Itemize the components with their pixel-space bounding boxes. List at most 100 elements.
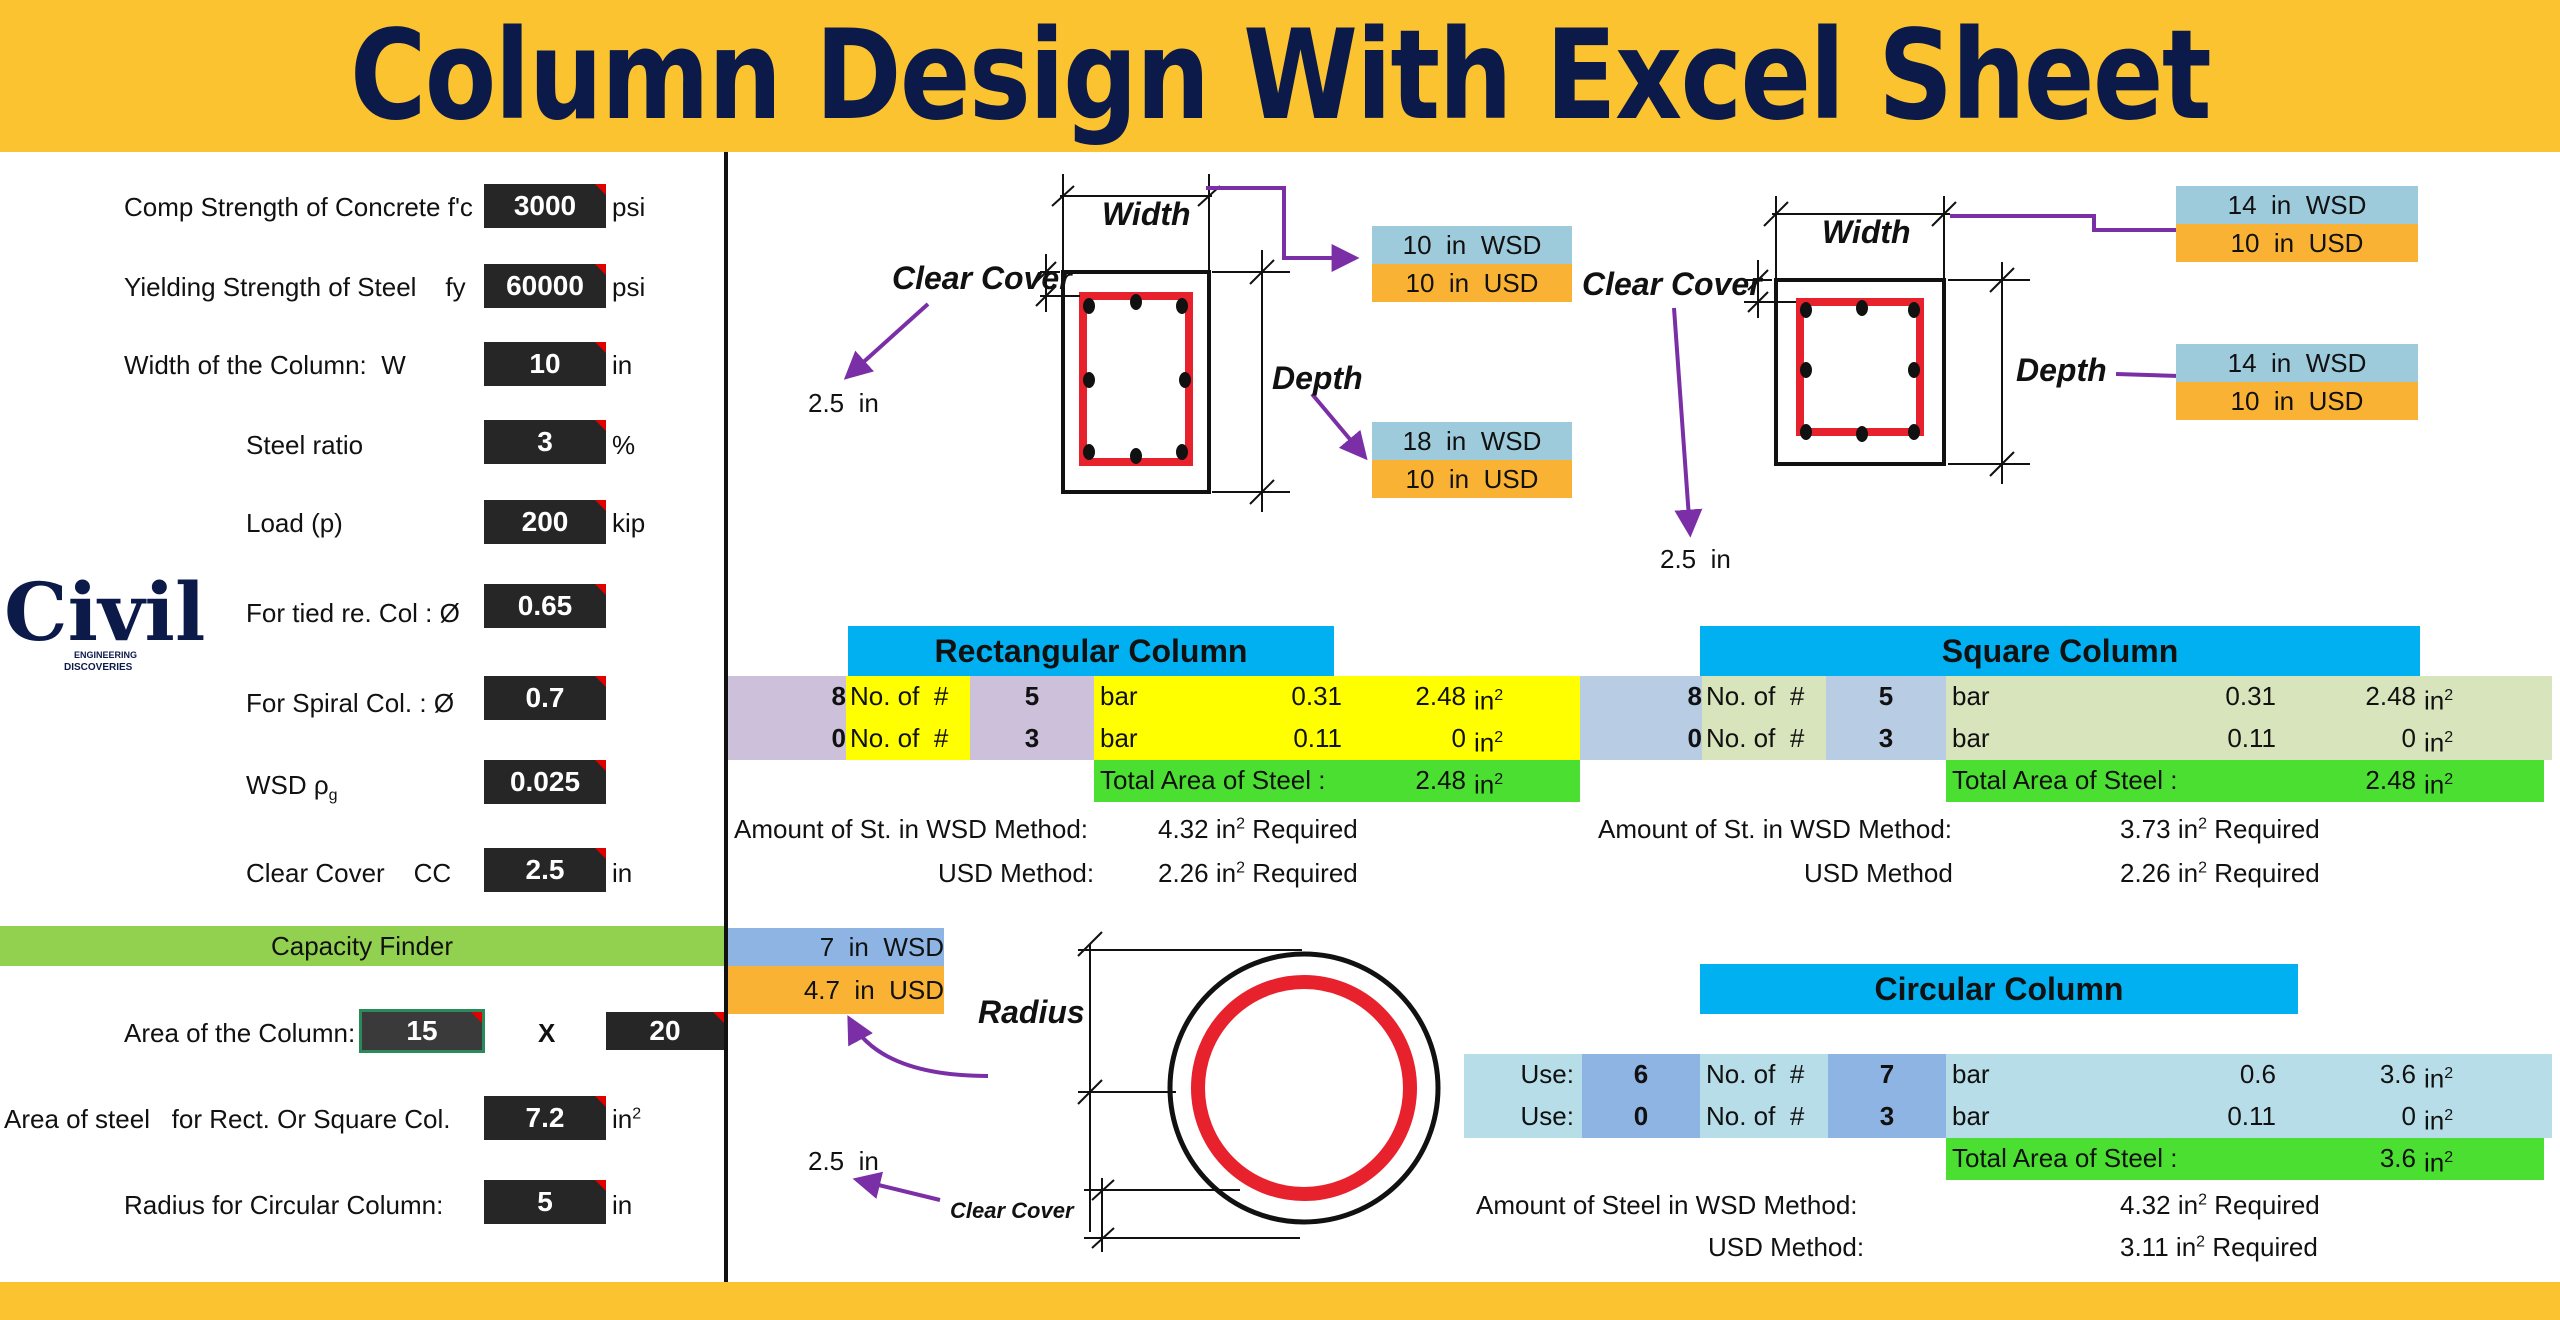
input-fy[interactable]: 60000 [484, 264, 606, 308]
square-width-usd: 10 in USD [2176, 224, 2418, 262]
unit-fc: psi [612, 192, 646, 222]
square-usd-unit: in [2177, 858, 2199, 888]
square-r2-size: 3 [1826, 718, 1946, 760]
area-input-b[interactable]: 20 [606, 1012, 724, 1050]
square-r2-count: 0 [1580, 718, 1702, 760]
circ-r1-total: 3.6 [2276, 1054, 2416, 1096]
rect-depth-label: Depth [1272, 360, 1363, 396]
input-label-fy: Yielding Strength of Steel fy [124, 272, 466, 302]
rect-cover-label: Clear Cover [892, 260, 1072, 296]
circ-cover-value: 2.5 in [808, 1146, 879, 1176]
input-width[interactable]: 10 [484, 342, 606, 386]
circ-table: Use: 6 No. of # 7 bar 0.6 3.6 in2 Use: 0… [1464, 1054, 2552, 1180]
square-wsd-word: Required [2214, 814, 2320, 844]
circ-r2-size: 3 [1828, 1096, 1946, 1138]
square-row-1: 8 No. of # 5 bar 0.31 2.48 in2 [1580, 676, 2552, 718]
rect-r1-count: 8 [728, 676, 846, 718]
rect-wsd-word: Required [1252, 814, 1358, 844]
area-steel-value[interactable]: 7.2 [484, 1096, 606, 1140]
square-wsd-req: 3.73 in2 Required [2120, 814, 2320, 844]
square-r1-area: 0.31 [2152, 676, 2276, 718]
circ-r2-bar: bar [1946, 1096, 2164, 1138]
logo: Civil ENGINEERING DISCOVERIES [4, 572, 205, 682]
radius-unit: in [612, 1190, 633, 1220]
panel-divider [724, 152, 728, 1282]
radius-value[interactable]: 5 [484, 1180, 606, 1224]
circ-wsd-value: 4.32 [2120, 1190, 2171, 1220]
square-r1-size: 5 [1826, 676, 1946, 718]
input-spiral-phi[interactable]: 0.7 [484, 676, 606, 720]
area-input-a[interactable]: 15 [359, 1009, 485, 1053]
rect-r1-total: 2.48 [1342, 676, 1466, 718]
circ-radius-wsd: 7 in WSD [728, 928, 944, 966]
circ-table-title: Circular Column [1700, 964, 2298, 1014]
circ-r1-unit: in2 [2416, 1054, 2552, 1096]
rect-usd-value: 2.26 [1158, 858, 1209, 888]
circ-usd-req: 3.11 in2 Required [2120, 1232, 2318, 1262]
rect-r2-area: 0.11 [1218, 718, 1342, 760]
input-label-load: Load (p) [246, 508, 343, 538]
circ-r1-count: 6 [1582, 1054, 1700, 1096]
rect-r1-unit: in2 [1466, 676, 1588, 718]
circ-total-row: Total Area of Steel : 3.6 in2 [1946, 1138, 2544, 1180]
square-table-title: Square Column [1700, 626, 2420, 676]
unit-clear-cover: in [612, 858, 633, 888]
square-usd-word: Required [2214, 858, 2320, 888]
square-wsd-label: Amount of St. in WSD Method: [1598, 814, 1953, 844]
circ-usd-label: USD Method: [1708, 1232, 1865, 1262]
rect-r2-bar: bar [1094, 718, 1224, 760]
circ-r1-size: 7 [1828, 1054, 1946, 1096]
rect-r1-area: 0.31 [1218, 676, 1342, 718]
square-depth-wsd: 14 in WSD [2176, 344, 2418, 382]
square-width-wsd: 14 in WSD [2176, 186, 2418, 224]
circ-total-value: 3.6 [2379, 1143, 2416, 1173]
circ-r1-bar: bar [1946, 1054, 2164, 1096]
square-r2-area: 0.11 [2152, 718, 2276, 760]
circ-usd-unit: in [2175, 1232, 2197, 1262]
circ-wsd-word: Required [2214, 1190, 2320, 1220]
logo-line1: ENGINEERING [74, 650, 138, 660]
input-fc[interactable]: 3000 [484, 184, 606, 228]
unit-load: kip [612, 508, 646, 538]
radius-label: Radius for Circular Column: [124, 1190, 444, 1220]
input-load[interactable]: 200 [484, 500, 606, 544]
rect-row-1: 8 No. of # 5 bar 0.31 2.48 in2 [728, 676, 1588, 718]
circ-r2-total: 0 [2276, 1096, 2416, 1138]
area-steel-unit: in2 [612, 1104, 641, 1135]
square-r1-noof: No. of # [1702, 676, 1826, 718]
rect-r2-unit: in2 [1466, 718, 1588, 760]
circ-r1-unit-text: in [2424, 1063, 2445, 1094]
circ-radius-label: Radius [978, 994, 1085, 1030]
input-clear-cover[interactable]: 2.5 [484, 848, 606, 892]
input-wsd-rho[interactable]: 0.025 [484, 760, 606, 804]
circ-r2-noof: No. of # [1700, 1096, 1828, 1138]
wsd-rho-sub: g [328, 787, 338, 805]
rect-row-2: 0 No. of # 3 bar 0.11 0 in2 [728, 718, 1588, 760]
square-depth-usd: 10 in USD [2176, 382, 2418, 420]
rect-usd-label: USD Method: [938, 858, 1095, 888]
rect-width-label: Width [1102, 196, 1191, 232]
circ-r2-count: 0 [1582, 1096, 1700, 1138]
rect-usd-req: 2.26 in2 Required [1158, 858, 1358, 888]
area-column-label: Area of the Column: [124, 1018, 356, 1048]
input-label-tied-phi: For tied re. Col : Ø [246, 598, 460, 628]
input-steel-ratio[interactable]: 3 [484, 420, 606, 464]
square-cover-value: 2.5 in [1660, 544, 1731, 574]
rect-wsd-label: Amount of St. in WSD Method: [734, 814, 1089, 844]
area-steel-unit-sup: 2 [632, 1105, 642, 1123]
square-total-row: Total Area of Steel : 2.48 in2 [1946, 760, 2544, 802]
circ-r2-unit: in2 [2416, 1096, 2552, 1138]
square-cover-label: Clear Cover [1582, 266, 1762, 302]
rect-r2-total: 0 [1342, 718, 1466, 760]
rect-r1-size: 5 [970, 676, 1094, 718]
rect-total-row: Total Area of Steel : 2.48 in2 [1094, 760, 1580, 802]
circ-cover-label: Clear Cover [950, 1198, 1074, 1223]
square-r1-unit: in2 [2416, 676, 2552, 718]
circ-wsd-req: 4.32 in2 Required [2120, 1190, 2320, 1220]
rect-r2-noof: No. of # [846, 718, 970, 760]
input-label-clear-cover: Clear Cover CC [246, 858, 452, 888]
rect-table-title: Rectangular Column [848, 626, 1334, 676]
circ-r1-use: Use: [1464, 1054, 1582, 1096]
input-tied-phi[interactable]: 0.65 [484, 584, 606, 628]
